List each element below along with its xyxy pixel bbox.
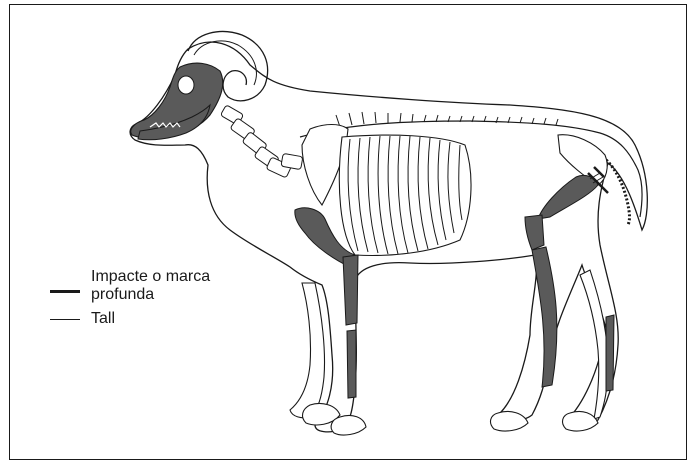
eye-orbit (178, 76, 194, 94)
sheep-skeleton-diagram (10, 5, 688, 461)
metacarpal-bone (347, 330, 356, 398)
legend-label-cut: Tall (91, 310, 115, 328)
legend-item-cut: Tall (50, 309, 270, 331)
far-metatarsal-bone (606, 315, 614, 391)
thick-line-swatch (50, 290, 80, 293)
far-fore-leg-outline (290, 283, 325, 418)
thin-line-swatch (50, 319, 80, 320)
radius-bone (343, 255, 358, 325)
